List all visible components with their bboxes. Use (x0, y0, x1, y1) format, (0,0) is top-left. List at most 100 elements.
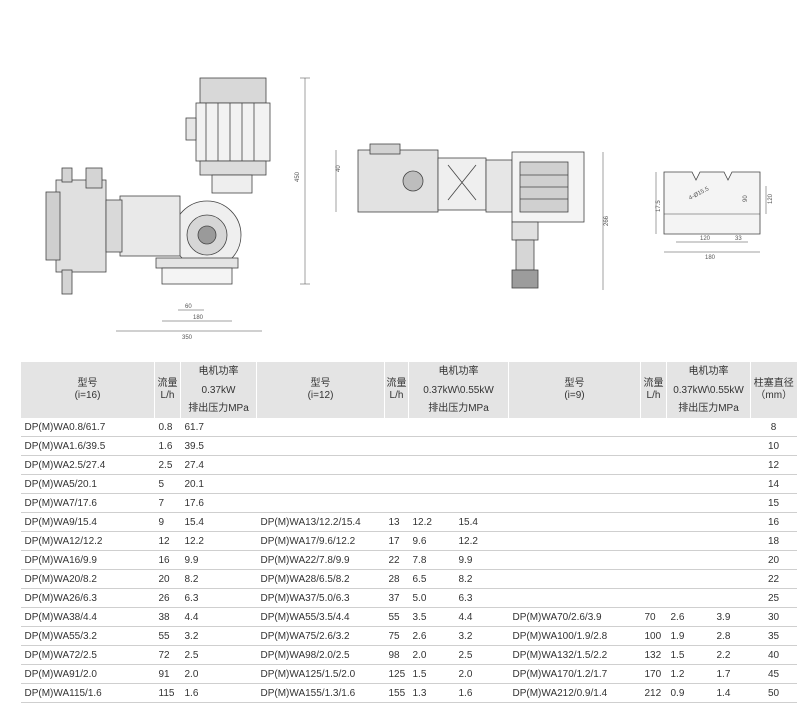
cell-pressure-037-i9 (666, 569, 713, 589)
cell-pressure-055-i9 (712, 512, 751, 532)
cell-model-i12: DP(M)WA125/1.5/2.0 (256, 664, 385, 684)
cell-flow-i16: 55 (154, 626, 181, 646)
cell-flow-i16: 1.6 (154, 436, 181, 456)
cell-flow-i16: 115 (154, 683, 181, 703)
cell-plunger-diameter: 10 (750, 436, 797, 456)
base-plate-drawing (655, 171, 767, 253)
cell-pressure-037-i12: 9.6 (408, 531, 455, 551)
cell-model-i12: DP(M)WA22/7.8/9.9 (256, 550, 385, 570)
cell-pressure-055-i9 (712, 569, 751, 589)
cell-flow-i9 (640, 569, 667, 589)
cell-plunger-diameter: 14 (750, 474, 797, 494)
dim-base-h1: 17.5 (656, 200, 662, 212)
dim-top-height: 266 (604, 215, 610, 226)
cell-flow-i16: 7 (154, 493, 181, 513)
cell-model-i9 (508, 512, 641, 532)
cell-pressure-037-i9 (666, 436, 713, 456)
cell-flow-i12 (384, 455, 409, 475)
cell-pressure-055-i9 (712, 588, 751, 608)
dim-base-w1: 120 (700, 236, 711, 242)
cell-model-i12 (256, 474, 385, 494)
header-discharge-pressure-1: 排出压力MPa (180, 400, 257, 418)
header-discharge-pressure-2: 排出压力MPa (408, 400, 509, 418)
cell-flow-i12 (384, 493, 409, 513)
cell-model-i9: DP(M)WA100/1.9/2.8 (508, 626, 641, 646)
cell-model-i16: DP(M)WA2.5/27.4 (20, 455, 155, 475)
cell-model-i12: DP(M)WA155/1.3/1.6 (256, 683, 385, 703)
cell-flow-i16: 26 (154, 588, 181, 608)
cell-flow-i12: 155 (384, 683, 409, 703)
cell-model-i9 (508, 569, 641, 589)
cell-flow-i9 (640, 512, 667, 532)
cell-pressure-055-i9: 1.4 (712, 683, 751, 703)
cell-plunger-diameter: 8 (750, 418, 797, 437)
cell-model-i16: DP(M)WA72/2.5 (20, 645, 155, 665)
cell-flow-i12: 37 (384, 588, 409, 608)
cell-flow-i16: 16 (154, 550, 181, 570)
cell-model-i16: DP(M)WA7/17.6 (20, 493, 155, 513)
cell-model-i12 (256, 436, 385, 456)
cell-pressure-055-i12: 3.2 (454, 626, 509, 646)
cell-pressure-i16: 17.6 (180, 493, 257, 513)
header-model-i12: 型号 (i=12) (256, 362, 385, 418)
cell-pressure-055-i12: 1.6 (454, 683, 509, 703)
cell-pressure-037-i9 (666, 531, 713, 551)
cell-flow-i16: 2.5 (154, 455, 181, 475)
cell-model-i16: DP(M)WA115/1.6 (20, 683, 155, 703)
cell-plunger-diameter: 22 (750, 569, 797, 589)
cell-pressure-055-i9: 2.2 (712, 645, 751, 665)
cell-model-i12 (256, 455, 385, 475)
cell-pressure-037-i9 (666, 493, 713, 513)
cell-pressure-037-i12: 5.0 (408, 588, 455, 608)
cell-flow-i12: 125 (384, 664, 409, 684)
cell-model-i12: DP(M)WA28/6.5/8.2 (256, 569, 385, 589)
cell-pressure-055-i9 (712, 493, 751, 513)
cell-flow-i16: 72 (154, 645, 181, 665)
header-motor-power-2: 电机功率 (408, 362, 509, 382)
cell-flow-i16: 0.8 (154, 418, 181, 437)
cell-flow-i12: 22 (384, 550, 409, 570)
cell-pressure-055-i12: 15.4 (454, 512, 509, 532)
cell-pressure-055-i12 (454, 474, 509, 494)
cell-model-i9 (508, 436, 641, 456)
cell-flow-i9 (640, 474, 667, 494)
cell-pressure-i16: 2.0 (180, 664, 257, 684)
cell-pressure-037-i9 (666, 550, 713, 570)
cell-pressure-055-i12 (454, 418, 509, 437)
cell-plunger-diameter: 30 (750, 607, 797, 627)
cell-pressure-037-i12: 7.8 (408, 550, 455, 570)
cell-pressure-i16: 9.9 (180, 550, 257, 570)
cell-model-i9 (508, 418, 641, 437)
cell-model-i9: DP(M)WA70/2.6/3.9 (508, 607, 641, 627)
cell-flow-i16: 38 (154, 607, 181, 627)
cell-flow-i16: 91 (154, 664, 181, 684)
cell-flow-i9 (640, 550, 667, 570)
cell-flow-i12 (384, 474, 409, 494)
dim-base-h2: 90 (743, 195, 749, 202)
cell-flow-i9 (640, 418, 667, 437)
cell-flow-i12: 55 (384, 607, 409, 627)
dim-front-width-1: 60 (185, 304, 192, 310)
cell-flow-i9 (640, 493, 667, 513)
cell-model-i16: DP(M)WA91/2.0 (20, 664, 155, 684)
cell-plunger-diameter: 20 (750, 550, 797, 570)
cell-flow-i9: 170 (640, 664, 667, 684)
cell-flow-i9 (640, 588, 667, 608)
cell-model-i16: DP(M)WA26/6.3 (20, 588, 155, 608)
cell-flow-i9 (640, 455, 667, 475)
cell-plunger-diameter: 35 (750, 626, 797, 646)
cell-model-i9 (508, 588, 641, 608)
cell-flow-i9: 212 (640, 683, 667, 703)
cell-pressure-i16: 8.2 (180, 569, 257, 589)
cell-pressure-037-i9: 2.6 (666, 607, 713, 627)
cell-model-i12 (256, 418, 385, 437)
header-power-037: 0.37kW (180, 382, 257, 400)
cell-model-i9 (508, 474, 641, 494)
